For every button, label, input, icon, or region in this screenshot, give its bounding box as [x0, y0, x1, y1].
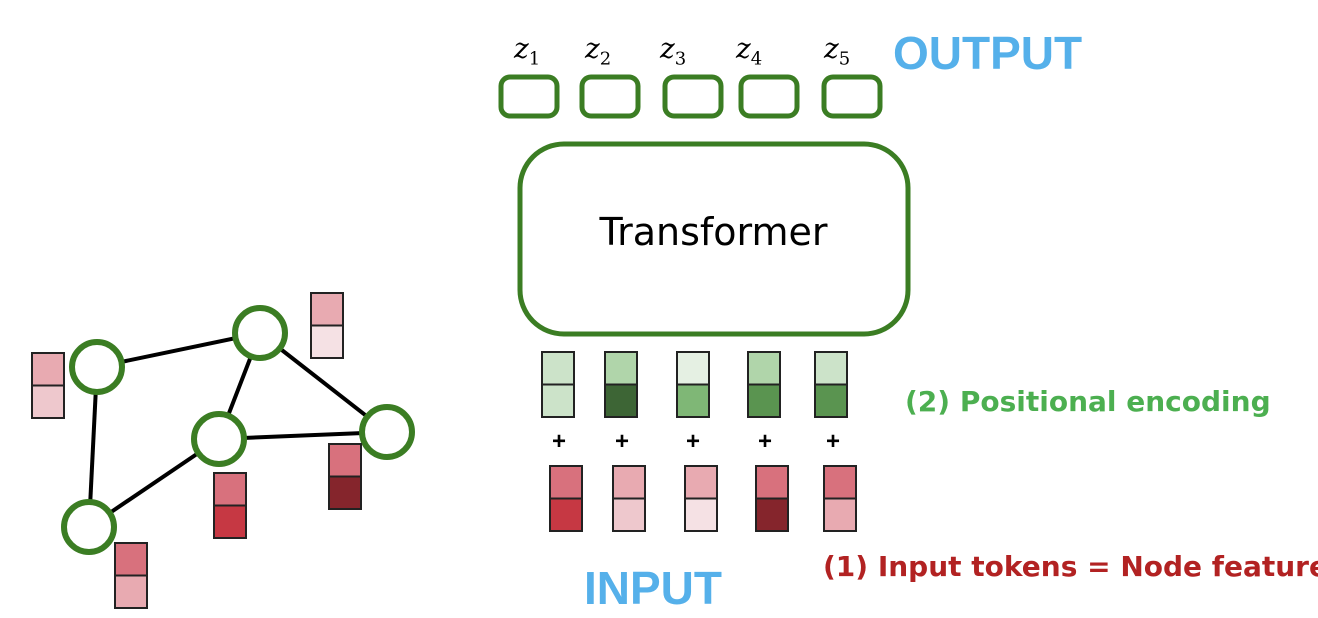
output-label-z5: z5	[824, 32, 851, 70]
output-token-box	[498, 74, 560, 119]
node-feature-vector-cell	[114, 542, 148, 577]
input-token-vector-cell	[612, 465, 646, 500]
output-label-z1: z1	[514, 32, 541, 70]
node-feature-vector	[310, 292, 344, 359]
input-token-vector-cell	[612, 497, 646, 532]
positional-encoding-vector-cell	[747, 351, 781, 386]
input-token-vector	[549, 465, 583, 532]
output-label-z2: z2	[585, 32, 612, 70]
graph-node	[232, 305, 288, 361]
node-feature-vector-cell	[328, 443, 362, 478]
node-feature-vector-cell	[310, 324, 344, 359]
output-token-box	[662, 74, 724, 119]
input-token-vector	[823, 465, 857, 532]
node-feature-vector	[213, 472, 247, 539]
node-feature-vector	[328, 443, 362, 510]
output-label-z3: z3	[660, 32, 687, 70]
node-feature-vector-cell	[213, 472, 247, 507]
graph-node	[61, 499, 117, 555]
plus-sign: +	[758, 428, 773, 455]
graph-edge	[218, 430, 388, 441]
positional-encoding-vector-cell	[676, 383, 710, 418]
input-token-vector	[612, 465, 646, 532]
positional-encoding-vector-cell	[604, 383, 638, 418]
positional-encoding-vector-cell	[541, 351, 575, 386]
output-token-box	[821, 74, 883, 119]
positional-encoding-vector	[814, 351, 848, 418]
input-label: INPUT	[584, 562, 722, 614]
input-token-vector	[684, 465, 718, 532]
positional-encoding-vector	[747, 351, 781, 418]
plus-sign: +	[686, 428, 701, 455]
positional-encoding-label: (2) Positional encoding	[905, 385, 1271, 418]
graph-node	[191, 411, 247, 467]
transformer-label: Transformer	[599, 210, 828, 254]
plus-sign: +	[552, 428, 567, 455]
positional-encoding-vector-cell	[814, 383, 848, 418]
plus-sign: +	[615, 428, 630, 455]
input-token-vector-cell	[549, 465, 583, 500]
transformer-block	[517, 141, 911, 337]
input-tokens-label: (1) Input tokens = Node features	[823, 550, 1318, 583]
input-token-vector-cell	[684, 497, 718, 532]
node-feature-vector	[114, 542, 148, 609]
node-feature-vector-cell	[31, 384, 65, 419]
input-token-vector-cell	[755, 497, 789, 532]
plus-sign: +	[826, 428, 841, 455]
positional-encoding-vector	[604, 351, 638, 418]
node-feature-vector-cell	[114, 574, 148, 609]
positional-encoding-vector-cell	[747, 383, 781, 418]
node-feature-vector-cell	[31, 352, 65, 387]
positional-encoding-vector-cell	[604, 351, 638, 386]
output-token-box	[738, 74, 800, 119]
node-feature-vector-cell	[310, 292, 344, 327]
positional-encoding-vector-cell	[814, 351, 848, 386]
node-feature-vector-cell	[213, 504, 247, 539]
input-token-vector-cell	[823, 497, 857, 532]
positional-encoding-vector	[541, 351, 575, 418]
output-token-box	[579, 74, 641, 119]
node-feature-vector	[31, 352, 65, 419]
positional-encoding-vector	[676, 351, 710, 418]
input-token-vector-cell	[823, 465, 857, 500]
graph-node	[359, 404, 415, 460]
input-token-vector-cell	[549, 497, 583, 532]
output-label-z4: z4	[736, 32, 763, 70]
node-feature-vector-cell	[328, 475, 362, 510]
graph-node	[69, 339, 125, 395]
positional-encoding-vector-cell	[541, 383, 575, 418]
positional-encoding-vector-cell	[676, 351, 710, 386]
output-label: OUTPUT	[893, 27, 1083, 79]
input-token-vector-cell	[755, 465, 789, 500]
input-token-vector-cell	[684, 465, 718, 500]
input-token-vector	[755, 465, 789, 532]
